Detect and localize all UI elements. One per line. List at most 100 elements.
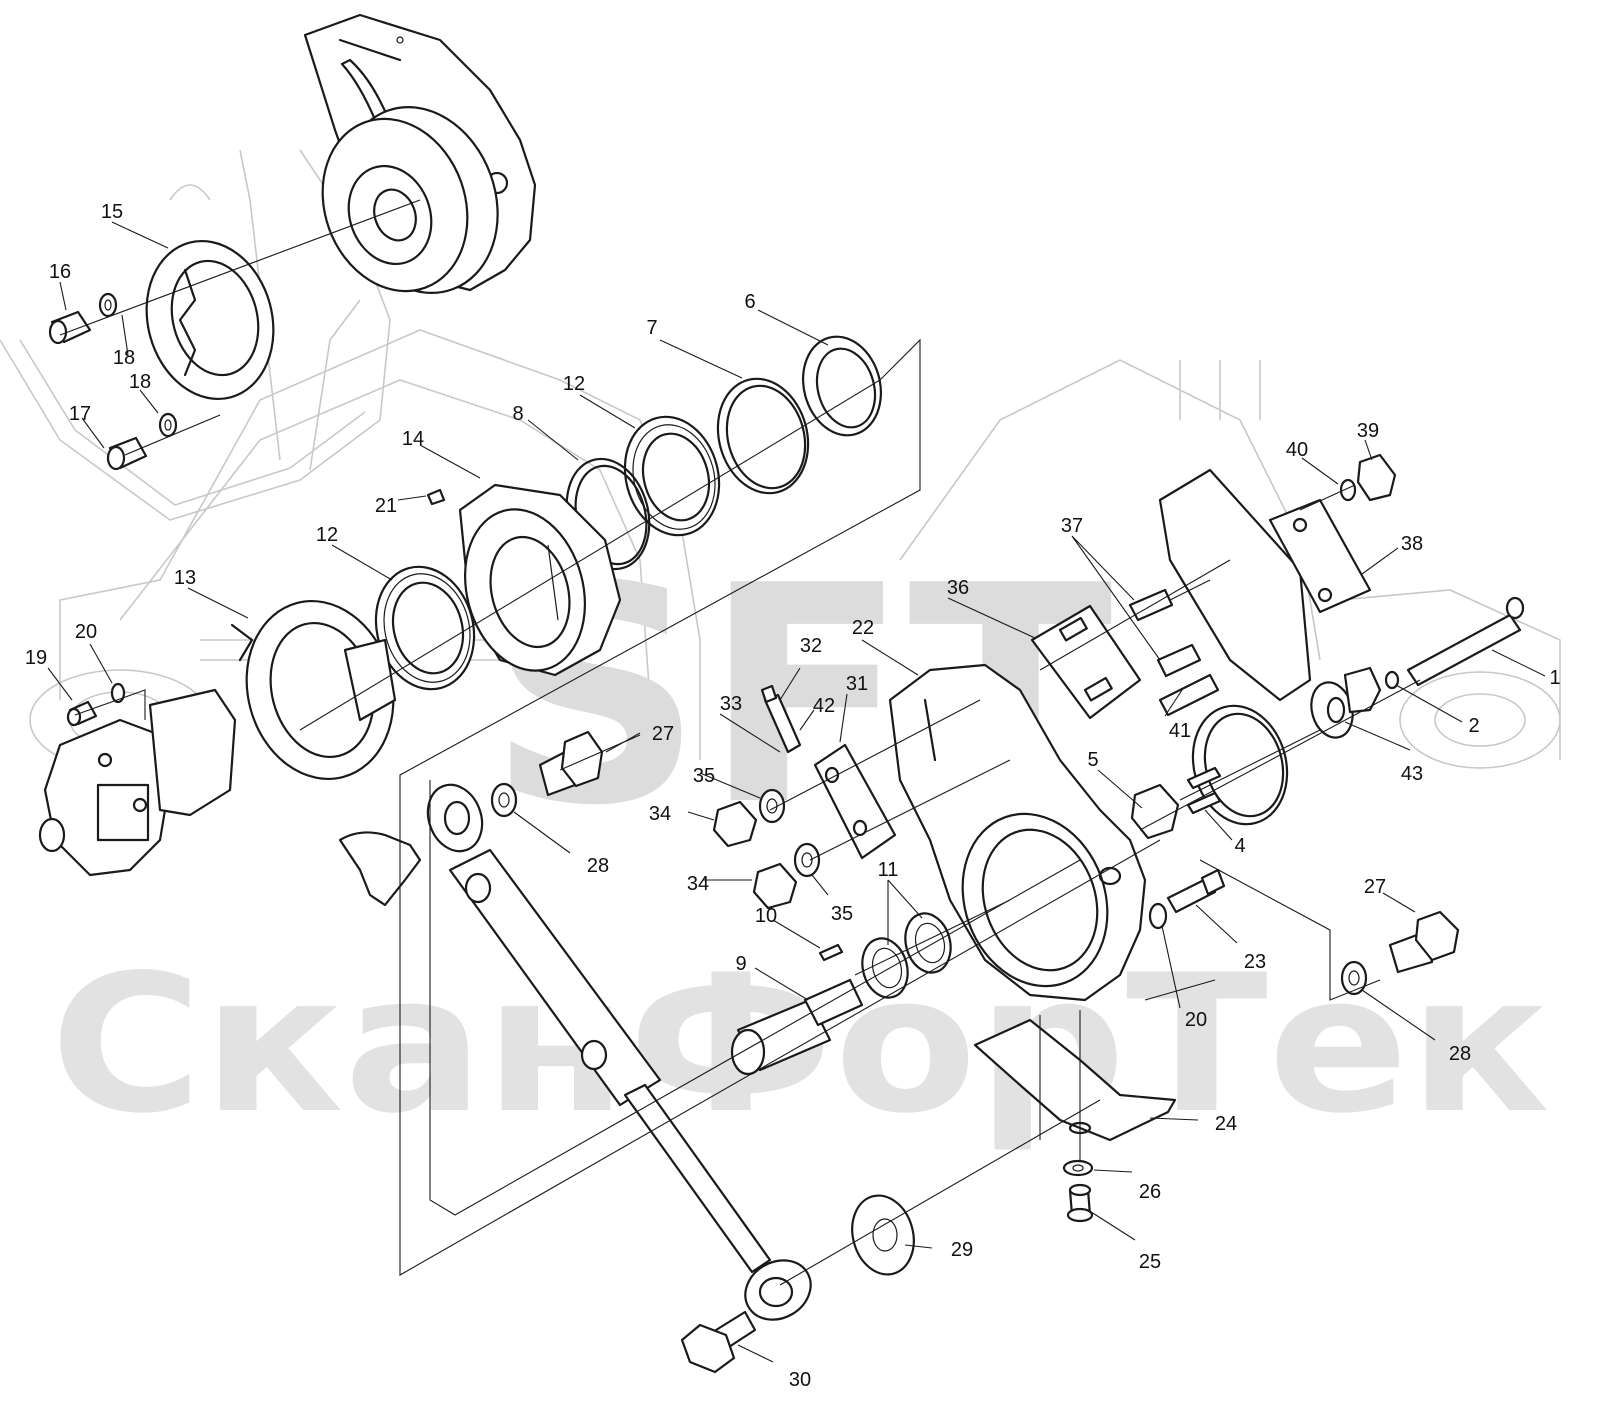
ring-flange xyxy=(145,239,275,401)
bracket-38 xyxy=(1268,498,1372,614)
bolt-25 xyxy=(1066,1183,1094,1223)
nut-43 xyxy=(1310,666,1382,739)
callout-23: 23 xyxy=(1244,951,1266,973)
callout-7: 7 xyxy=(646,317,657,339)
bolt-27-right xyxy=(1388,910,1460,974)
bearing-11-right xyxy=(904,912,952,974)
main-frame-22 xyxy=(888,663,1147,1002)
callout-27-left: 27 xyxy=(652,723,674,745)
callout-21: 21 xyxy=(375,495,397,517)
callout-35-lower: 35 xyxy=(831,903,853,925)
callout-20-left: 20 xyxy=(75,621,97,643)
washer-29 xyxy=(851,1194,915,1276)
callout-19: 19 xyxy=(25,647,47,669)
callout-20-right: 20 xyxy=(1185,1009,1207,1031)
bearing-12-lower xyxy=(374,565,476,691)
nut-34-lower xyxy=(752,862,798,910)
washer-18-upper xyxy=(98,292,118,318)
nut-39 xyxy=(1356,453,1397,502)
key-10 xyxy=(818,943,844,962)
callout-29: 29 xyxy=(951,1239,973,1261)
shaft-9 xyxy=(730,978,864,1076)
washer-40 xyxy=(1339,478,1357,502)
callout-8: 8 xyxy=(512,403,523,425)
bolt-17 xyxy=(106,436,148,471)
bearing-11-left xyxy=(861,937,909,999)
callout-26: 26 xyxy=(1139,1181,1161,1203)
callout-32: 32 xyxy=(800,635,822,657)
callout-41: 41 xyxy=(1169,720,1191,742)
callout-12-upper: 12 xyxy=(563,373,585,395)
callout-37: 37 xyxy=(1061,515,1083,537)
washer-20-left xyxy=(110,682,126,704)
callout-30: 30 xyxy=(789,1369,811,1391)
assembly-lines xyxy=(59,199,1421,1286)
callout-40: 40 xyxy=(1286,439,1308,461)
washer-35-upper xyxy=(758,788,786,824)
callout-14: 14 xyxy=(402,428,424,450)
callout-25: 25 xyxy=(1139,1251,1161,1273)
washer-2 xyxy=(1384,670,1400,690)
bolt-27-left xyxy=(538,730,604,797)
stud-37-upper xyxy=(1128,588,1174,622)
hydraulic-motor xyxy=(38,688,237,877)
callout-36: 36 xyxy=(947,577,969,599)
mount-plate xyxy=(1158,468,1312,702)
callout-42: 42 xyxy=(813,695,835,717)
callout-4: 4 xyxy=(1234,835,1245,857)
nut-5 xyxy=(1130,783,1180,840)
callout-28-left: 28 xyxy=(587,855,609,877)
callout-34-lower: 34 xyxy=(687,873,709,895)
washer-28-right xyxy=(1340,960,1368,996)
callout-38: 38 xyxy=(1401,533,1423,555)
cap-lever xyxy=(338,831,422,907)
callout-27-right: 27 xyxy=(1364,876,1386,898)
callout-18-second: 18 xyxy=(129,371,151,393)
callout-labels: 1 2 4 5 6 7 8 9 10 11 12 12 13 14 15 16 … xyxy=(25,201,1561,1391)
washer-35-lower xyxy=(793,842,821,878)
callout-1: 1 xyxy=(1549,667,1560,689)
callout-33: 33 xyxy=(720,693,742,715)
plate-36 xyxy=(1030,604,1142,720)
callout-17: 17 xyxy=(69,403,91,425)
callout-11: 11 xyxy=(878,859,899,881)
bolt-30 xyxy=(680,1310,757,1374)
callout-39: 39 xyxy=(1357,420,1379,442)
callout-15: 15 xyxy=(101,201,123,223)
hydraulic-cylinder xyxy=(426,783,812,1321)
callout-6: 6 xyxy=(744,291,755,313)
callout-31: 31 xyxy=(846,673,868,695)
bolt-23 xyxy=(1166,868,1226,914)
pin-41 xyxy=(1158,673,1220,717)
disk-wheel xyxy=(1191,704,1289,826)
callout-10: 10 xyxy=(755,905,777,927)
washer-28-left xyxy=(490,782,518,818)
callout-28-right: 28 xyxy=(1449,1043,1471,1065)
stud-32 xyxy=(760,684,802,754)
stud-37-lower xyxy=(1156,643,1202,678)
callout-24: 24 xyxy=(1215,1113,1237,1135)
callout-9: 9 xyxy=(735,953,746,975)
callout-5: 5 xyxy=(1087,749,1098,771)
washer-26 xyxy=(1062,1159,1094,1177)
callout-12-lower: 12 xyxy=(316,524,338,546)
nut-34-upper xyxy=(712,800,758,848)
callout-16: 16 xyxy=(49,261,71,283)
callout-35-upper: 35 xyxy=(693,765,715,787)
ring-6 xyxy=(801,335,883,437)
callout-leaders xyxy=(47,221,1546,1363)
callout-13: 13 xyxy=(174,567,196,589)
washer-18-lower xyxy=(158,412,178,438)
callout-18-upper: 18 xyxy=(113,347,135,369)
housing-14 xyxy=(458,483,622,677)
callout-2: 2 xyxy=(1468,715,1479,737)
hub-13 xyxy=(230,599,397,781)
part-21 xyxy=(426,488,446,506)
washer-20-right xyxy=(1148,902,1168,930)
long-bolt-1 xyxy=(1406,596,1525,687)
pins-4 xyxy=(1186,766,1222,815)
bolt-19 xyxy=(66,700,98,727)
callout-22: 22 xyxy=(852,617,874,639)
bolt-16 xyxy=(48,310,92,345)
